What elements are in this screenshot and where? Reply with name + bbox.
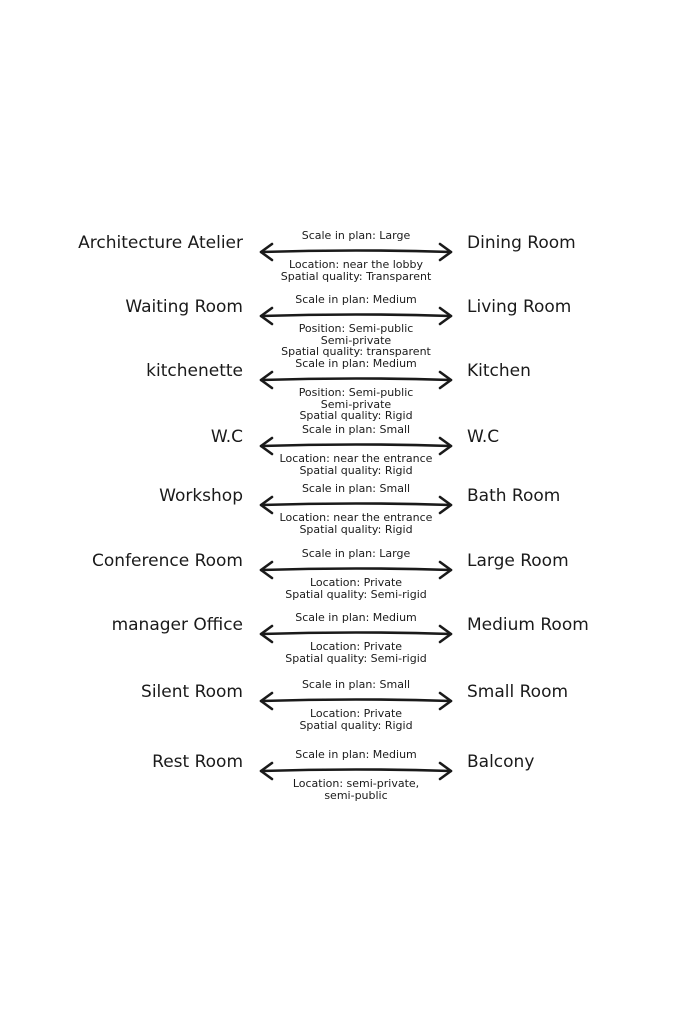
right-space-label: Bath Room — [467, 486, 561, 506]
note-line: Spatial quality: Rigid — [299, 409, 413, 422]
scale-note: Scale in plan: Large — [301, 547, 411, 560]
left-space-label: Conference Room — [92, 551, 243, 571]
double-arrow-icon — [259, 370, 453, 390]
right-space-label: Large Room — [467, 551, 569, 571]
double-arrow-icon — [259, 306, 453, 326]
left-space-label: W.C — [210, 427, 243, 447]
right-space-label: W.C — [467, 427, 500, 447]
double-arrow-icon — [259, 495, 453, 515]
note-line: semi-public — [324, 788, 388, 802]
right-space-label: Kitchen — [467, 361, 531, 381]
note-line: Semi-private — [320, 397, 392, 411]
right-space-label: Living Room — [467, 297, 572, 317]
right-space-label: Small Room — [467, 682, 569, 702]
note-line: Location: Private — [309, 707, 403, 720]
double-arrow-icon — [259, 242, 453, 262]
note-line: Position: Semi-public — [298, 386, 414, 399]
left-space-label: manager Office — [111, 615, 243, 635]
scale-note: Scale in plan: Medium — [295, 611, 417, 624]
scale-note: Scale in plan: Medium — [295, 357, 417, 370]
location-quality-note: Location: semi-private,semi-public — [256, 778, 456, 801]
right-space-label: Medium Room — [467, 615, 589, 635]
note-line: Location: semi-private, — [292, 777, 420, 790]
left-space-label: Architecture Atelier — [78, 233, 243, 253]
scale-note: Scale in plan: Medium — [295, 293, 417, 306]
note-line: Spatial quality: Rigid — [299, 522, 413, 536]
note-line: Spatial quality: Rigid — [299, 718, 413, 732]
note-line: Spatial quality: Semi-rigid — [285, 587, 427, 601]
left-space-label: Waiting Room — [125, 297, 243, 317]
note-line: Spatial quality: Rigid — [299, 463, 413, 477]
scale-note: Scale in plan: Small — [301, 482, 411, 495]
left-space-label: Silent Room — [141, 682, 243, 702]
note-line: Location: Private — [309, 576, 403, 589]
note-line: Spatial quality: Transparent — [280, 269, 432, 283]
right-space-label: Balcony — [467, 752, 535, 772]
scale-note: Scale in plan: Small — [301, 678, 411, 691]
note-line: Semi-private — [320, 333, 392, 347]
scale-note: Scale in plan: Large — [301, 229, 411, 242]
left-space-label: kitchenette — [146, 361, 243, 381]
note-line: Location: near the entrance — [279, 511, 433, 524]
right-space-label: Dining Room — [467, 233, 576, 253]
scale-note: Scale in plan: Small — [301, 423, 411, 436]
double-arrow-icon — [259, 560, 453, 580]
note-line: Location: near the entrance — [279, 452, 433, 465]
double-arrow-icon — [259, 691, 453, 711]
double-arrow-icon — [259, 624, 453, 644]
note-line: Position: Semi-public — [298, 322, 414, 335]
scale-note: Scale in plan: Medium — [295, 748, 417, 761]
note-line: Spatial quality: transparent — [281, 345, 431, 358]
double-arrow-icon — [259, 436, 453, 456]
double-arrow-icon — [259, 761, 453, 781]
note-line: Spatial quality: Semi-rigid — [285, 651, 427, 665]
left-space-label: Rest Room — [152, 752, 243, 772]
left-space-label: Workshop — [159, 486, 243, 506]
relation-row: Silent Room Small Room Scale in plan: Smal… — [0, 676, 684, 756]
note-line: Location: Private — [309, 640, 403, 653]
note-line: Location: near the lobby — [288, 258, 424, 271]
